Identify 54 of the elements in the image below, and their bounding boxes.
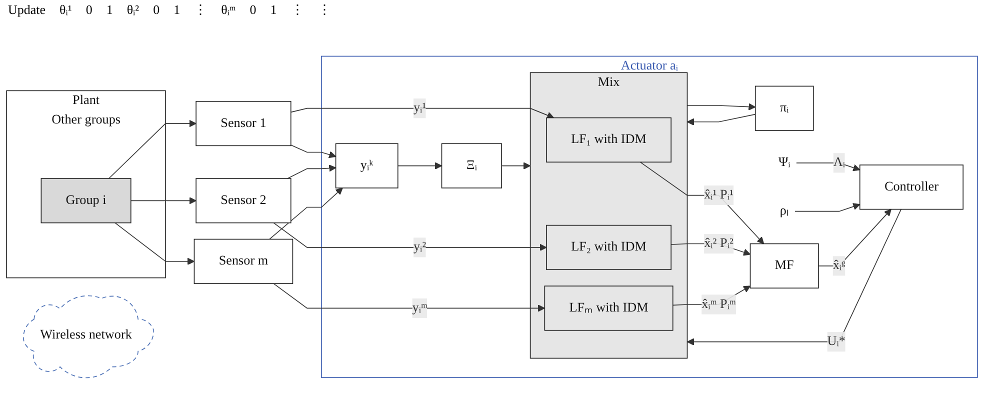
node-box: Sensor m [194, 238, 294, 284]
arrow [501, 162, 531, 170]
edge-label: x̂ᵢ¹ Pᵢ¹ [704, 188, 734, 202]
node-text: Ψᵢ [778, 156, 790, 170]
annotation-label: 0 [250, 2, 256, 19]
arrow [290, 144, 336, 158]
node-box: LF₁ with IDM [546, 117, 672, 162]
arrow [796, 162, 860, 172]
annotation-label: ⋮ [290, 2, 304, 19]
annotation-label: θᵢᵐ [221, 2, 236, 19]
annotation-label: 1 [270, 2, 277, 19]
node-box: Ξᵢ [441, 143, 502, 188]
annotation-label: θᵢ² [126, 2, 140, 19]
node-box: Sensor 2 [196, 178, 292, 224]
edge-label: yᵢ¹ [413, 100, 426, 115]
node-box: LFₘ with IDM [544, 286, 674, 331]
edge-label: x̂ᵢ² Pᵢ² [704, 236, 734, 250]
annotation-label: 1 [174, 2, 180, 19]
node-box: Controller [859, 164, 964, 210]
annotation-label: 1 [106, 2, 113, 19]
arrow [686, 103, 756, 110]
annotation-label: ⋮ [194, 2, 208, 19]
node-box: Sensor 1 [196, 100, 292, 146]
arrow [273, 222, 547, 252]
edge-label: x̂ᵢᵍ [832, 258, 846, 272]
arrow [794, 203, 860, 212]
arrow [108, 120, 196, 179]
arrow [269, 188, 343, 240]
edge-label: yᵢ² [413, 240, 426, 254]
edge-label: yᵢᵐ [412, 300, 428, 315]
node-box: LF₂ with IDM [546, 224, 672, 270]
arrow [686, 114, 756, 126]
node-text: ρₗ [780, 204, 789, 218]
node-box: MF [750, 243, 819, 288]
node-box: yᵢᵏ [335, 143, 398, 188]
annotation-label: 0 [86, 2, 92, 19]
arrow [290, 108, 554, 119]
arrow [114, 222, 195, 265]
arrow [130, 197, 196, 204]
arrow [818, 208, 892, 266]
arrow [686, 208, 902, 346]
annotation-label: θᵢ¹ [60, 2, 72, 19]
edge-label: Uᵢ* [827, 334, 846, 348]
node-box: πᵢ [754, 86, 814, 131]
node-box: Group i [40, 178, 132, 224]
arrow [287, 164, 336, 179]
annotation-label: 0 [153, 2, 160, 19]
annotation-label: ⋮ [318, 2, 331, 19]
edge-label: Λᵢ [833, 156, 845, 170]
arrow [273, 283, 545, 312]
annotation-label: Update [8, 2, 46, 19]
arrow [640, 162, 764, 244]
arrow [397, 162, 442, 170]
edge-label: x̂ᵢᵐ Pᵢᵐ [702, 297, 736, 312]
